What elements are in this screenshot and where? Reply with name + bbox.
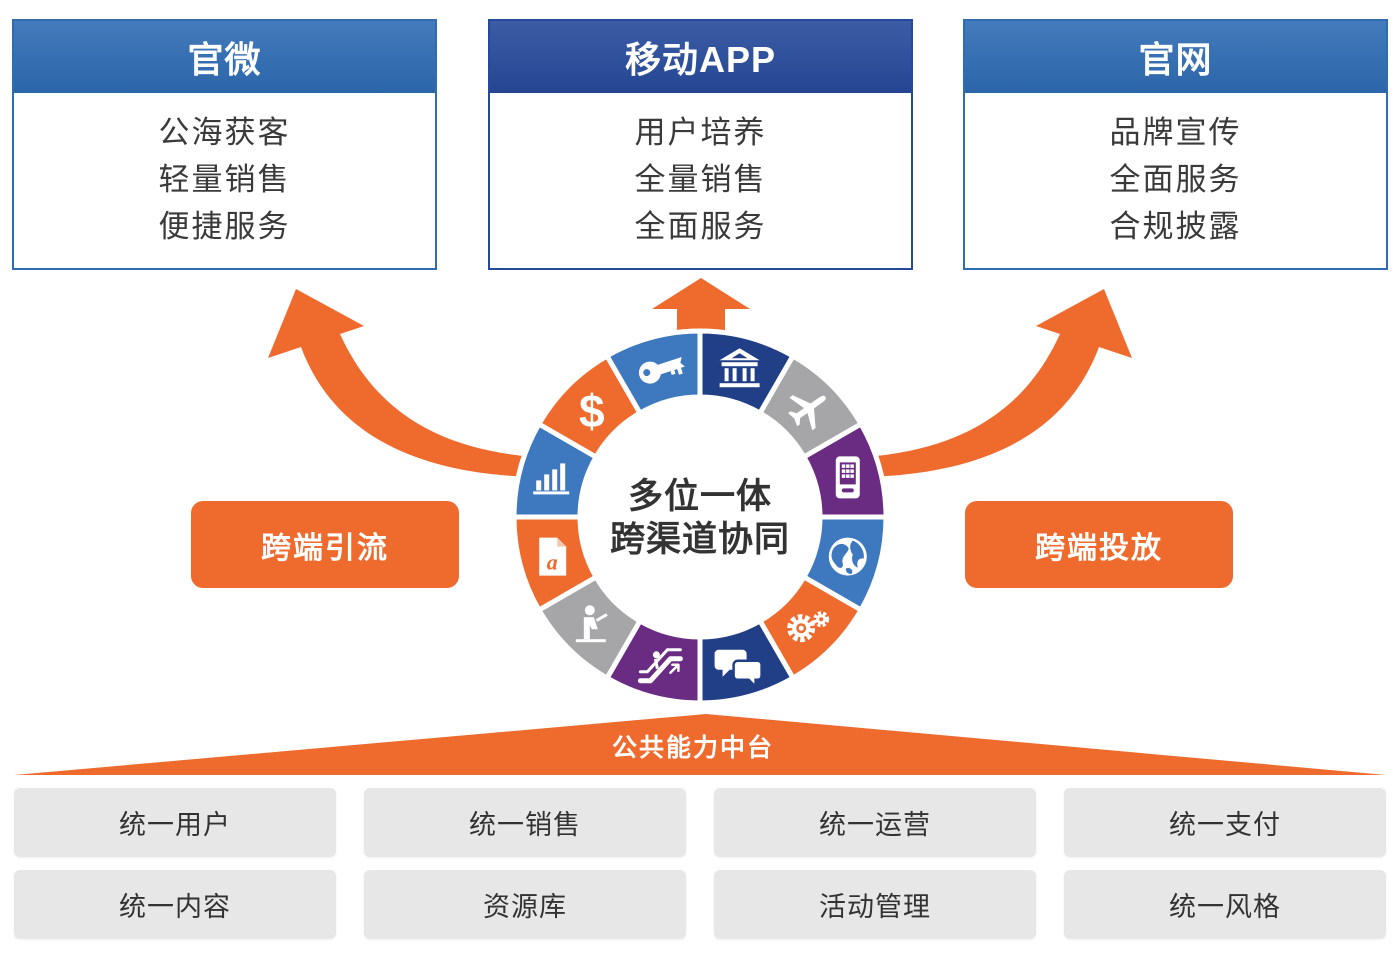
cross-channel-delivery-label: 跨端投放: [965, 501, 1233, 588]
channel-card-header: 官网: [965, 21, 1386, 93]
capability-module: 资源库: [364, 870, 686, 939]
channel-card-header: 官微: [14, 21, 435, 93]
channel-ring: a $: [511, 328, 889, 706]
escalator-icon: [637, 648, 683, 684]
up-left-arrow: [268, 289, 535, 477]
airplane-icon: [788, 395, 826, 431]
chat-bubbles-icon: [714, 649, 763, 690]
channel-feature: 全量销售: [634, 162, 767, 197]
channel-card-title: 官网: [1138, 39, 1213, 80]
channel-feature-list: 公海获客 轻量销售 便捷服务: [14, 93, 435, 250]
channel-feature: 轻量销售: [158, 162, 291, 197]
capability-module: 统一风格: [1064, 870, 1386, 939]
bar-chart-icon: [533, 463, 570, 495]
capability-module-grid: 统一用户 统一销售 统一运营 统一支付 统一内容 资源库 活动管理 统一风格: [14, 788, 1386, 939]
hub-title-line2: 跨渠道协同: [609, 520, 790, 559]
dollar-glyph: $: [579, 385, 605, 437]
channel-card-title: 官微: [187, 39, 262, 80]
globe-icon: [828, 537, 867, 576]
channel-feature: 全面服务: [1109, 162, 1242, 197]
mobile-phone-icon: [835, 456, 860, 499]
channel-feature: 全面服务: [634, 209, 767, 244]
channel-feature-list: 品牌宣传 全面服务 合规披露: [965, 93, 1386, 250]
capability-module: 统一运营: [714, 788, 1036, 857]
up-right-arrow: [865, 289, 1132, 477]
document-glyph: a: [547, 550, 558, 575]
channel-feature: 便捷服务: [158, 209, 291, 244]
capability-module: 统一销售: [364, 788, 686, 857]
channel-card-official-wechat: 官微 公海获客 轻量销售 便捷服务: [12, 19, 437, 270]
channel-card-title: 移动APP: [624, 39, 777, 80]
hub-title-line1: 多位一体: [627, 477, 772, 516]
person-reading-icon: [575, 605, 608, 643]
platform-banner: [14, 714, 1386, 775]
cross-channel-traffic-label: 跨端引流: [191, 501, 459, 588]
channel-card-mobile-app: 移动APP 用户培养 全量销售 全面服务: [488, 19, 913, 270]
capability-module: 活动管理: [714, 870, 1036, 939]
capability-module: 统一内容: [14, 870, 336, 939]
channel-feature: 品牌宣传: [1109, 115, 1242, 150]
channel-card-header: 移动APP: [490, 21, 911, 93]
capability-module: 统一用户: [14, 788, 336, 857]
channel-card-official-website: 官网 品牌宣传 全面服务 合规披露: [963, 19, 1388, 270]
bank-icon: [719, 348, 760, 388]
channel-feature-list: 用户培养 全量销售 全面服务: [490, 93, 911, 250]
channel-feature: 合规披露: [1109, 209, 1242, 244]
platform-title: 公共能力中台: [611, 734, 774, 762]
channel-feature: 公海获客: [158, 115, 291, 150]
channel-feature: 用户培养: [634, 115, 767, 150]
dollar-icon: $: [579, 385, 605, 437]
up-arrow: [652, 278, 750, 345]
document-icon: a: [539, 537, 567, 576]
capability-module: 统一支付: [1064, 788, 1386, 857]
key-icon: [638, 357, 685, 384]
gears-icon: [787, 611, 830, 643]
